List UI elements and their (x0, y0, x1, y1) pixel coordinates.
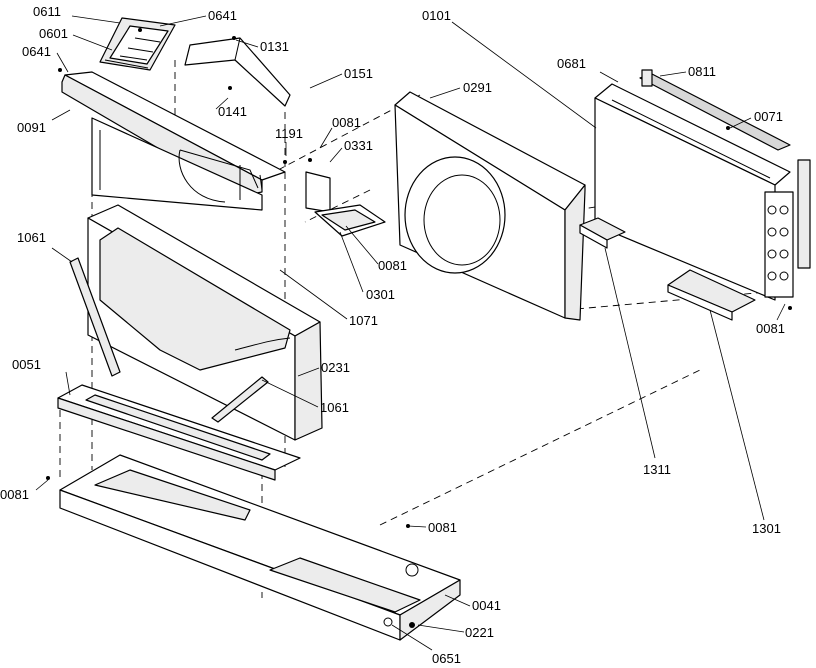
label-1191: 1191 (275, 126, 303, 141)
label-0221: 0221 (465, 625, 494, 640)
control-bracket (305, 171, 386, 237)
label-0141: 0141 (218, 104, 247, 119)
label-0081-base-right: 0081 (428, 520, 457, 535)
drain-tray (57, 384, 301, 481)
condenser-panel (594, 83, 791, 301)
label-1301: 1301 (752, 521, 781, 536)
label-0601: 0601 (39, 26, 68, 41)
foam-block-large (667, 269, 756, 321)
label-1311: 1311 (643, 462, 671, 477)
control-board (99, 17, 176, 71)
label-0811: 0811 (688, 64, 716, 79)
base-pan (59, 454, 461, 641)
label-0651: 0651 (432, 651, 461, 666)
label-0081-tray: 0081 (378, 258, 407, 273)
part-labels: 0611 0641 0601 0641 0131 0151 0141 0091 … (0, 4, 785, 666)
label-0151: 0151 (344, 66, 373, 81)
label-0091: 0091 (17, 120, 46, 135)
evaporator-housing (87, 204, 323, 441)
label-0681: 0681 (557, 56, 586, 71)
coil-assembly (764, 159, 811, 298)
label-0301: 0301 (366, 287, 395, 302)
label-0331: 0331 (344, 138, 373, 153)
label-0081-coil: 0081 (756, 321, 785, 336)
label-0641-top: 0641 (208, 8, 237, 23)
label-1061-right: 1061 (320, 400, 349, 415)
label-1061-left: 1061 (17, 230, 46, 245)
label-0611: 0611 (33, 4, 61, 19)
leader-lines (35, 15, 786, 651)
label-0231: 0231 (321, 360, 350, 375)
blower-scroll-shroud (394, 91, 586, 321)
front-grille-panel (61, 71, 286, 211)
control-cover (184, 37, 291, 107)
label-0101: 0101 (422, 8, 451, 23)
foam-block-small (579, 217, 626, 249)
label-1071: 1071 (349, 313, 378, 328)
label-0641-left: 0641 (22, 44, 51, 59)
label-0071: 0071 (754, 109, 783, 124)
screw-markers (46, 28, 792, 628)
top-rail (639, 69, 791, 151)
label-0081-base-left: 0081 (0, 487, 29, 502)
label-0291: 0291 (463, 80, 492, 95)
label-0081-bracket: 0081 (332, 115, 361, 130)
support-rod (69, 257, 269, 423)
label-0041: 0041 (472, 598, 501, 613)
label-0131: 0131 (260, 39, 289, 54)
label-0051: 0051 (12, 357, 41, 372)
